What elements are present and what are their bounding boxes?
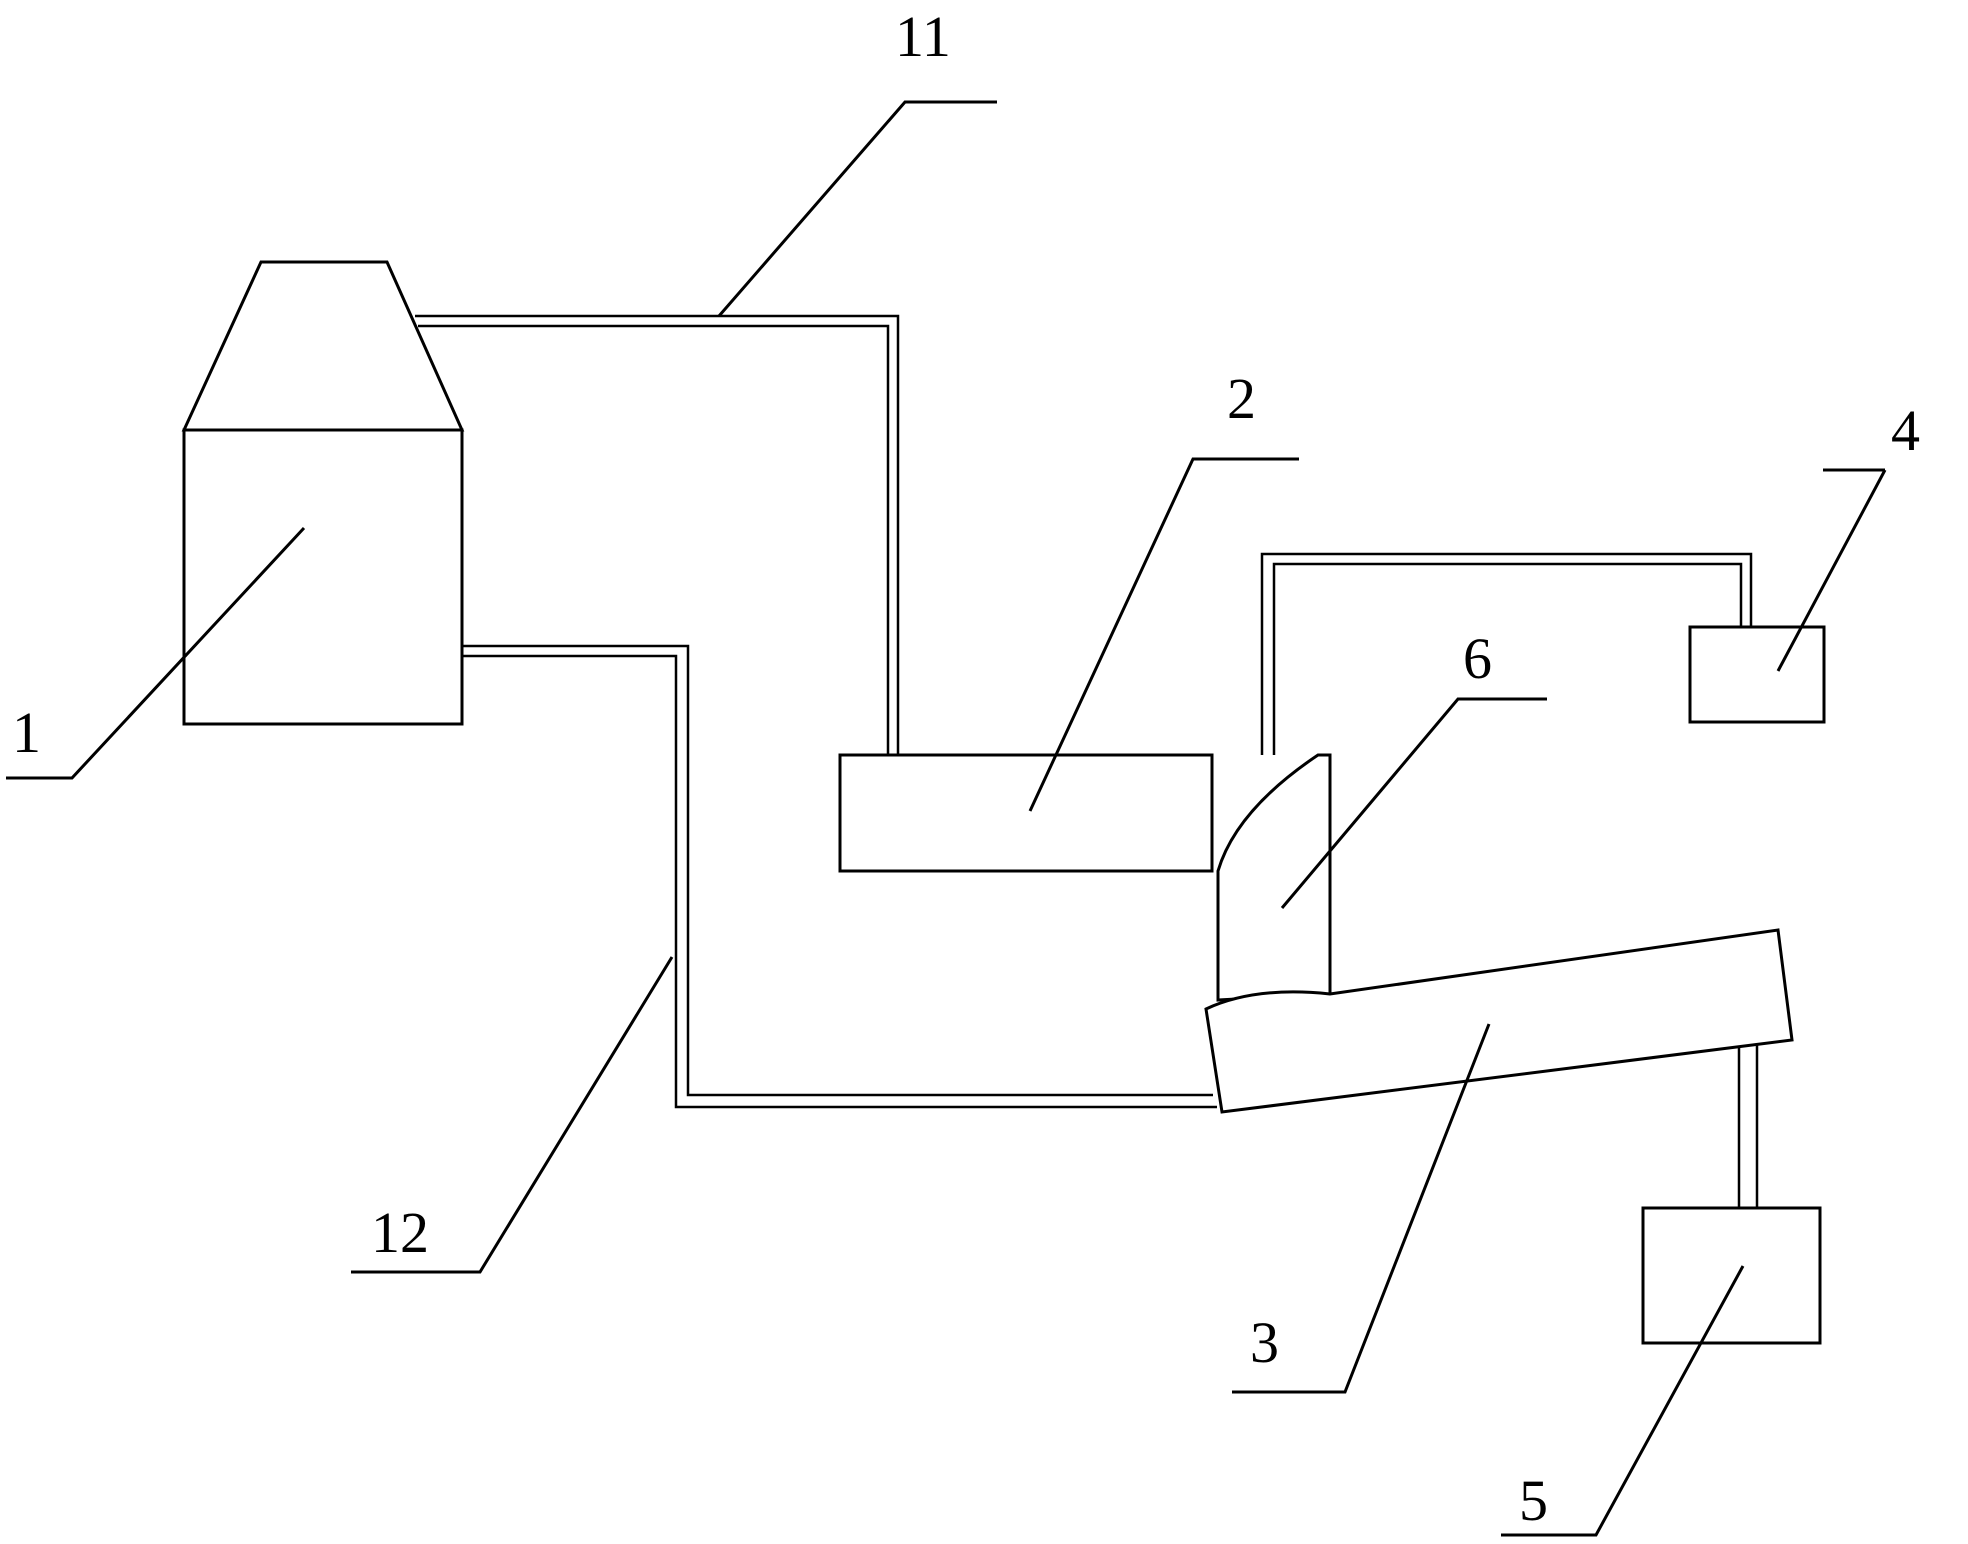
label-12: 12	[371, 1200, 429, 1265]
label-6: 6	[1463, 626, 1492, 691]
pipe-12	[462, 644, 1217, 1109]
label-5: 5	[1519, 1468, 1548, 1533]
pipe-3-to-5	[1737, 1040, 1759, 1208]
component-5	[1641, 1206, 1822, 1345]
label-3: 3	[1250, 1310, 1279, 1375]
pipe-2-to-4	[1260, 552, 1753, 755]
component-6	[1216, 753, 1332, 1002]
label-2: 2	[1227, 366, 1256, 431]
component-3	[1204, 928, 1794, 1114]
component-1	[181, 260, 465, 726]
pipe-11	[415, 314, 900, 755]
label-4: 4	[1891, 398, 1920, 463]
label-11: 11	[895, 4, 951, 69]
label-1: 1	[12, 700, 41, 765]
component-2	[838, 753, 1214, 873]
leader-lines	[6, 100, 1887, 1537]
component-4	[1688, 625, 1826, 724]
